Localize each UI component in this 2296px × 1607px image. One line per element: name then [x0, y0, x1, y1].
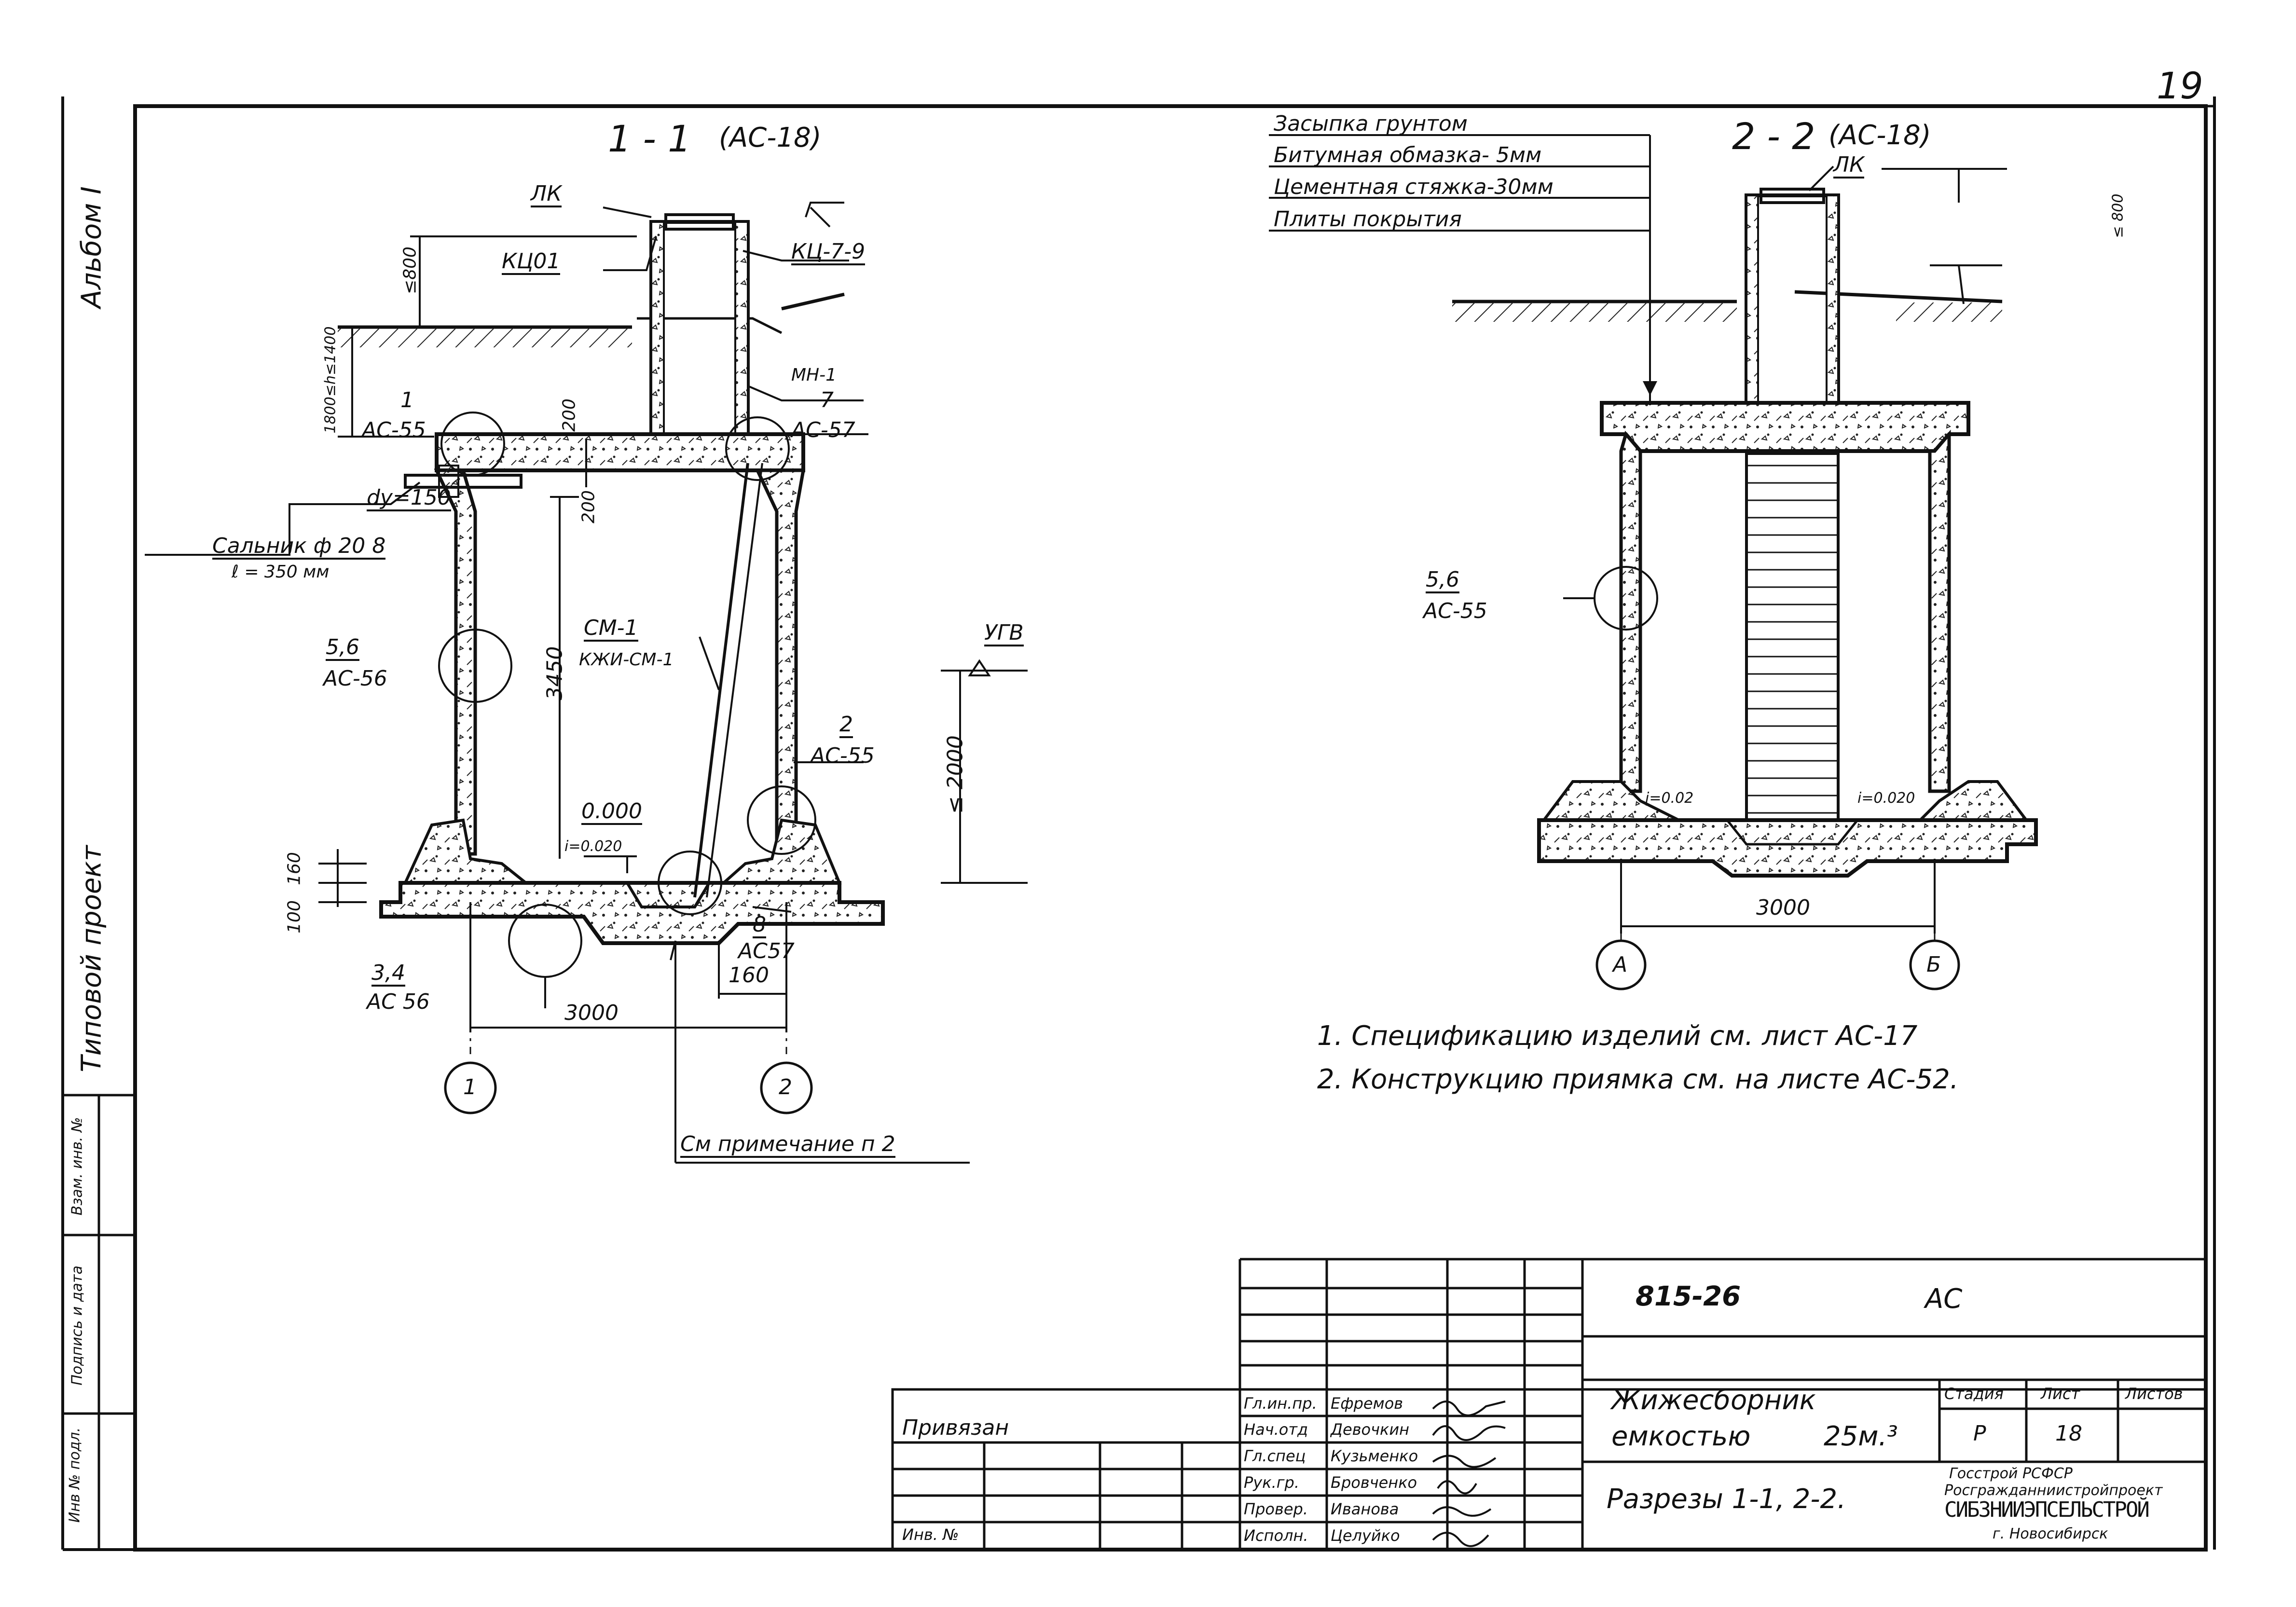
- axis-1: 1: [463, 1075, 477, 1099]
- name-0: Ефремов: [1331, 1394, 1403, 1413]
- callout-1-ref: АС-55: [362, 418, 426, 442]
- dim-2000: ≤ 2000: [943, 735, 968, 814]
- role-1: Нач.отд: [1244, 1420, 1308, 1439]
- label-kc01: КЦ01: [502, 251, 561, 275]
- label-lk-1: ЛК: [531, 183, 562, 207]
- callout-7-num: 7: [820, 388, 834, 412]
- name-4: Иванова: [1331, 1500, 1399, 1518]
- label-cm1-ref: КЖИ-СМ-1: [579, 650, 674, 670]
- callout-8-ref: АС57: [738, 939, 795, 963]
- label-zero-level: 0.000: [581, 801, 642, 825]
- page-number: 19: [2157, 64, 2203, 107]
- section-2-ref: (АС-18): [1829, 120, 1931, 151]
- note-1: 1. Спецификацию изделий см. лист АС-17: [1317, 1020, 1918, 1052]
- label-salnik: Сальник ф 20 8: [212, 536, 386, 560]
- label-kc79: КЦ-7-9: [791, 241, 866, 265]
- object-name-line1: Жижесборник: [1611, 1385, 1816, 1416]
- legend-slabs: Плиты покрытия: [1274, 207, 1462, 232]
- object-capacity: 25м.³: [1824, 1421, 1898, 1452]
- object-name-line2: емкостью: [1611, 1421, 1751, 1452]
- callout-2-num: 2: [839, 714, 853, 738]
- org-line1: Госстрой РСФСР: [1949, 1465, 2073, 1482]
- name-5: Целуйко: [1331, 1526, 1400, 1545]
- dim-160b: 160: [729, 963, 769, 988]
- signatures: [1432, 1401, 1506, 1547]
- legend-backfill: Засыпка грунтом: [1274, 111, 1468, 136]
- callout-1-num: 1: [400, 388, 414, 412]
- section-2-title: 2 - 2: [1732, 115, 1815, 158]
- callout-8-num: 8: [753, 914, 766, 938]
- stage-header: Стадия: [1944, 1385, 2004, 1403]
- dim-100: 100: [284, 900, 304, 934]
- dim-h: 1800≤h≤1400: [322, 326, 339, 434]
- sheets-header: Листов: [2125, 1385, 2183, 1403]
- label-mn: МН-1: [791, 365, 837, 385]
- dim-3450: 3450: [542, 646, 567, 700]
- label-slope-2-right: i=0.020: [1857, 790, 1915, 807]
- label-ugv: УГВ: [984, 622, 1024, 646]
- privyazan-label: Привязан: [902, 1415, 1009, 1440]
- dim-200a: 200: [559, 398, 579, 432]
- label-lk-2: ЛК: [1833, 154, 1865, 179]
- sheet-number: 18: [2055, 1421, 2082, 1446]
- note-2: 2. Конструкцию приямка см. на листе АС-5…: [1317, 1064, 1959, 1095]
- section-2-structure: [1269, 134, 2038, 990]
- label-see-note: См примечание п 2: [680, 1134, 895, 1158]
- dim-3000-2: 3000: [1756, 895, 1810, 920]
- sheet-header: Лист: [2041, 1385, 2080, 1403]
- name-3: Бровченко: [1331, 1473, 1417, 1492]
- doc-code: 815-26: [1636, 1281, 1741, 1312]
- role-2: Гл.спец: [1244, 1447, 1306, 1465]
- sheet-title: Разрезы 1-1, 2-2.: [1607, 1483, 1846, 1515]
- dim-3000-1: 3000: [564, 1001, 619, 1025]
- callout-7-ref: АС-57: [791, 418, 855, 442]
- dim-800-2: ≤ 800: [2109, 193, 2127, 238]
- callout-2-ref: АС-55: [811, 743, 875, 768]
- axis-b: Б: [1926, 952, 1941, 977]
- side-field-inv: Инв № подл.: [66, 1427, 83, 1523]
- section-1-structure: [145, 202, 1028, 1164]
- dim-160: 160: [284, 852, 304, 885]
- role-5: Исполн.: [1244, 1526, 1308, 1545]
- label-slope-2-left: i=0.02: [1645, 790, 1694, 807]
- callout-56-ref: АС-56: [323, 666, 387, 691]
- stage-value: Р: [1973, 1421, 1986, 1446]
- callout-2-56-num: 5,6: [1426, 569, 1459, 593]
- album-label: Альбом I: [76, 186, 108, 308]
- section-1-ref: (АС-18): [719, 122, 822, 153]
- dim-800: ≤800: [400, 247, 420, 294]
- title-block-lines: [891, 1258, 2207, 1551]
- section-1-title: 1 - 1: [608, 117, 691, 160]
- axis-2: 2: [779, 1075, 792, 1099]
- dim-200b: 200: [578, 490, 599, 523]
- inv-label: Инв. №: [902, 1525, 959, 1544]
- label-cm1: СМ-1: [584, 618, 638, 642]
- side-field-replace: Взам. инв. №: [69, 1117, 86, 1216]
- org-city: г. Новосибирск: [1993, 1525, 2108, 1542]
- name-2: Кузьменко: [1331, 1447, 1418, 1465]
- legend-bitumen: Битумная обмазка- 5мм: [1274, 143, 1542, 167]
- legend-screed: Цементная стяжка-30мм: [1274, 175, 1554, 199]
- callout-34-ref: АС 56: [367, 989, 430, 1014]
- name-1: Девочкин: [1331, 1420, 1410, 1439]
- label-salnik-length: ℓ = 350 мм: [232, 562, 330, 582]
- doc-mark: АС: [1925, 1283, 1963, 1315]
- org-name: СИБЗНИИЭПСЕЛЬСТРОЙ: [1944, 1497, 2150, 1522]
- project-label: Типовой проект: [76, 845, 108, 1072]
- org-line2: Росгражданниистройпроект: [1944, 1482, 2163, 1499]
- callout-2-56-ref: АС-55: [1423, 599, 1487, 623]
- label-slope-1: i=0.020: [564, 838, 622, 855]
- side-field-signature: Подпись и дата: [69, 1265, 86, 1386]
- label-du: dу=150: [367, 487, 451, 511]
- role-4: Провер.: [1244, 1500, 1308, 1518]
- role-3: Рук.гр.: [1244, 1473, 1300, 1492]
- axis-a: А: [1613, 952, 1628, 977]
- callout-56-num: 5,6: [326, 637, 359, 661]
- role-0: Гл.ин.пр.: [1244, 1394, 1317, 1413]
- callout-34-num: 3,4: [371, 962, 405, 987]
